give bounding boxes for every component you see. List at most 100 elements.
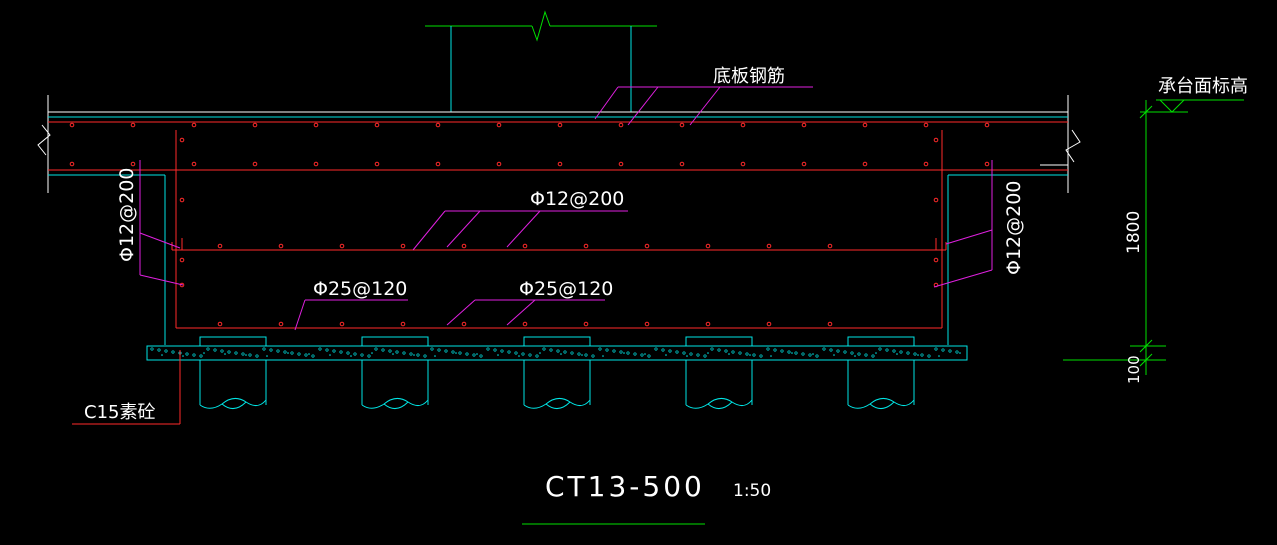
- hatch-dot: [192, 353, 196, 357]
- hatch-dot: [644, 353, 646, 355]
- rebar-dot: [339, 243, 345, 249]
- rebar-dot: [644, 321, 650, 327]
- hatch-dot: [749, 354, 751, 356]
- left-side-rebar-label: Φ12@200: [116, 168, 138, 262]
- hatch-dot: [815, 354, 819, 358]
- rebar-dot: [461, 321, 467, 327]
- hatch-dot: [871, 354, 875, 358]
- hatch-dot: [518, 355, 520, 357]
- hatch-dot: [213, 348, 217, 352]
- hatch-dot: [497, 354, 499, 356]
- hatch-dot: [794, 351, 798, 355]
- hatch-dot: [521, 352, 525, 356]
- rebar-dot: [705, 243, 711, 249]
- dim-bedding-label: 100: [1125, 355, 1143, 384]
- hatch-dot: [759, 354, 763, 358]
- hatch-dot: [602, 355, 604, 357]
- hatch-dot: [959, 352, 961, 354]
- rebar-dot: [374, 161, 380, 167]
- rebar-dot: [69, 122, 75, 128]
- hatch-dot: [878, 347, 882, 351]
- rebar-dot: [862, 122, 868, 128]
- rebar-dot: [191, 122, 197, 128]
- hatch-dot: [773, 348, 777, 352]
- rebar-dot: [278, 321, 284, 327]
- hatch-dot: [896, 353, 898, 355]
- hatch-dot: [304, 353, 308, 357]
- hatch-dot: [584, 353, 588, 357]
- hatch-dot: [703, 354, 707, 358]
- hatch-dot: [472, 353, 476, 357]
- rebar-dot: [400, 321, 406, 327]
- rebar-dot: [618, 122, 624, 128]
- hatch-dot: [780, 349, 784, 353]
- hatch-dot: [381, 348, 385, 352]
- hatch-dot: [619, 350, 623, 354]
- rebar-dot: [679, 161, 685, 167]
- hatch-dot: [360, 353, 364, 357]
- rebar-dot: [191, 161, 197, 167]
- rebar-dot: [252, 122, 258, 128]
- pile: [361, 336, 429, 409]
- hatch-dot: [686, 355, 688, 357]
- hatch-dot: [556, 349, 560, 353]
- hatch-dot: [308, 353, 310, 355]
- hatch-dot: [479, 354, 483, 358]
- rebar-dot: [557, 122, 563, 128]
- rebar-dot: [679, 122, 685, 128]
- hatch-dot: [535, 354, 539, 358]
- drawing-scale: 1:50: [733, 481, 771, 501]
- hatch-dot: [444, 349, 448, 353]
- rebar-dot: [496, 122, 502, 128]
- middle-rebar-label: Φ12@200: [530, 188, 624, 210]
- rebar-dot: [923, 122, 929, 128]
- hatch-dot: [248, 353, 252, 357]
- hatch-dot: [948, 349, 952, 353]
- rebar-dot: [252, 161, 258, 167]
- hatch-dot: [833, 354, 835, 356]
- hatch-dot: [392, 353, 394, 355]
- hatch-dot: [346, 351, 350, 355]
- hatch-dot: [941, 348, 945, 352]
- hatch-dot: [539, 352, 541, 354]
- rebar-dot: [278, 243, 284, 249]
- rebar-dot: [933, 257, 939, 263]
- rebar-dot: [69, 161, 75, 167]
- hatch-dot: [371, 352, 373, 354]
- hatch-dot: [367, 354, 371, 358]
- hatch-dot: [647, 354, 651, 358]
- elevation-marker: [1159, 99, 1185, 113]
- rebar-dot: [130, 122, 136, 128]
- hatch-dot: [917, 354, 919, 356]
- rebar-dot: [400, 243, 406, 249]
- hatch-dot: [598, 347, 602, 351]
- hatch-dot: [836, 349, 840, 353]
- hatch-dot: [955, 350, 959, 354]
- rebar-dot: [179, 197, 185, 203]
- dimensions: [1063, 99, 1244, 375]
- rebar-dot: [217, 321, 223, 327]
- rebar-dot: [313, 161, 319, 167]
- hatch-dot: [766, 347, 770, 351]
- hatch-dot: [854, 355, 856, 357]
- hatch-dot: [185, 352, 189, 356]
- hatch-dot: [724, 349, 728, 353]
- hatch-dot: [728, 353, 730, 355]
- rebar-dot: [827, 243, 833, 249]
- hatch-dot: [829, 348, 833, 352]
- hatch-dot: [150, 347, 154, 351]
- pile: [523, 336, 591, 409]
- hatch-dot: [717, 348, 721, 352]
- hatch-dot: [276, 349, 280, 353]
- hatch-dot: [542, 347, 546, 351]
- hatch-dot: [850, 351, 854, 355]
- rebar-dot: [923, 161, 929, 167]
- floor-slab: [37, 95, 1081, 193]
- hatch-dot: [892, 349, 896, 353]
- hatch-dot: [640, 353, 644, 357]
- rebar-dot: [217, 243, 223, 249]
- hatch-dot: [350, 355, 352, 357]
- hatch-dot: [458, 351, 462, 355]
- hatch-dot: [164, 349, 168, 353]
- hatch-dot: [623, 352, 625, 354]
